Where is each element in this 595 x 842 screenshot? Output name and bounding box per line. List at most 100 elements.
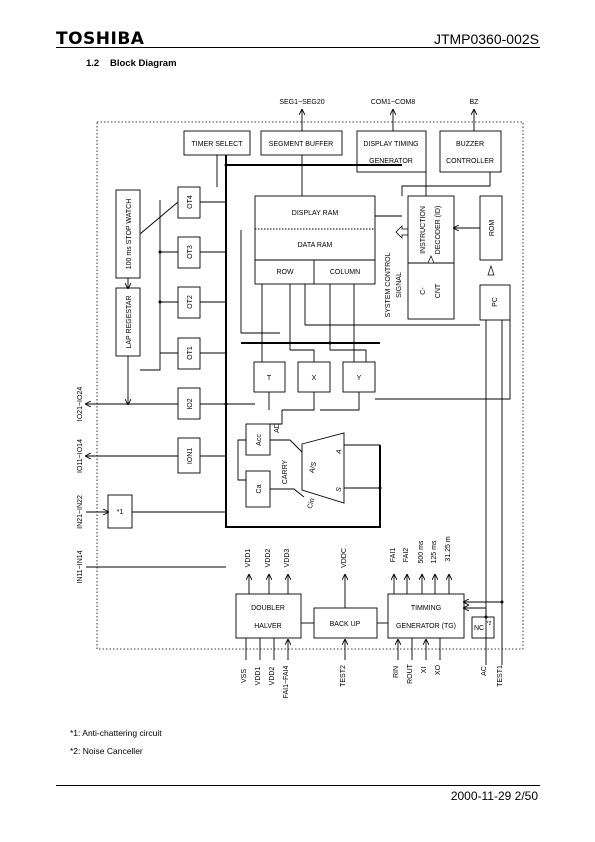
bz-label: BZ	[470, 99, 480, 106]
instruction-label-2: DECODER (ID)	[435, 206, 442, 255]
timing-label-2: GENERATOR (TG)	[396, 623, 456, 630]
ram-pc-wire	[304, 284, 480, 326]
halver-label: HALVER	[254, 623, 282, 630]
ot3-label: OT3	[187, 245, 194, 259]
junction-dot	[500, 600, 504, 604]
test2-label: TEST2	[340, 665, 347, 687]
y-in-wire	[330, 349, 367, 362]
column-label: COLUMN	[330, 269, 360, 276]
section-number: 1.2	[86, 58, 100, 69]
125ms-label: 125 ms	[431, 540, 438, 563]
lap-register-block	[115, 287, 141, 357]
alu-a-label: A	[336, 448, 344, 455]
vdd2-pin-label: VDD2	[269, 667, 276, 686]
reg-acc-wire	[270, 410, 283, 425]
ot3-block	[177, 236, 201, 269]
in11-label: IN11~IN14	[77, 550, 84, 583]
id-dtg-wire	[401, 172, 427, 196]
acc-label: Acc	[256, 434, 263, 446]
segment-buffer-block	[260, 130, 343, 156]
alu-s-label: S	[336, 486, 344, 493]
vdd2-mid-label: VDD2	[265, 549, 272, 568]
lap-register-label: LAP REGESTAR	[126, 295, 133, 348]
segment-buffer-label: SEGMENT BUFFER	[269, 141, 333, 148]
instruction-label-1: INSTRUCTION	[420, 206, 427, 254]
vddc-mid-label: VDDC	[341, 548, 348, 568]
chip-boundary	[96, 121, 524, 650]
toshiba-logo: TOSHIBA	[56, 29, 145, 49]
ot4-label: OT4	[187, 195, 194, 209]
com-label: COM1~COM8	[371, 99, 416, 106]
x-label: X	[312, 375, 317, 382]
ot2-block	[177, 286, 201, 319]
nc-label: NC	[474, 625, 484, 632]
timer-select-label: TIMER SELECT	[192, 141, 244, 148]
backup-label: BACK UP	[330, 621, 361, 628]
pc-label: PC	[492, 297, 499, 307]
main-bus	[225, 155, 381, 528]
doubler-halver-block	[235, 593, 302, 639]
control-arrow-icon	[395, 225, 409, 239]
xo-label: XO	[435, 664, 442, 675]
acc-ca-loop	[237, 439, 246, 481]
buzzer-label-2: CONTROLLER	[446, 158, 494, 165]
fai1-mid-label: FAI1	[390, 548, 397, 563]
acc-alu-wire	[270, 439, 303, 453]
vdd1-mid-label: VDD1	[245, 549, 252, 568]
system-control-label-2: SIGNAL	[396, 272, 403, 298]
footer-rule	[56, 785, 540, 786]
id-buzzer-wire	[425, 172, 491, 196]
system-control-label-1: SYSTEM CONTROL	[385, 252, 392, 317]
nc-block	[471, 616, 495, 639]
ram-block	[254, 195, 376, 285]
display-timing-label-2: GENERATOR	[369, 158, 413, 165]
io2-block	[177, 387, 201, 420]
cin-label: Cin	[307, 498, 317, 510]
junction-dot	[224, 402, 228, 406]
fai2-mid-label: FAI2	[403, 548, 410, 563]
display-ram-label: DISPLAY RAM	[292, 210, 339, 217]
xi-label: XI	[421, 667, 428, 674]
note-noise-canceller: *2: Noise Canceller	[70, 746, 143, 756]
display-timing-label-1: DISPLAY TIMING	[363, 141, 418, 148]
t-label: T	[267, 375, 272, 382]
500ms-label: 500 ms	[418, 540, 425, 563]
test1-label: TEST1	[497, 665, 504, 687]
document-number: JTMP0360-002S	[433, 31, 539, 47]
alu-as-label: A/S	[309, 461, 319, 474]
ion1-block	[177, 437, 201, 474]
ram-left-wire	[240, 230, 280, 334]
junction-dot	[158, 300, 162, 304]
junction-dot	[328, 341, 332, 345]
carry-label: CARRY	[282, 459, 289, 484]
c-cnt-label-2: CNT	[435, 283, 442, 298]
fai-pin-label: FAI1~FAI4	[283, 665, 290, 698]
sw-ot4-wire	[139, 201, 179, 235]
header-rule	[56, 47, 540, 48]
rom-label: ROM	[489, 220, 496, 237]
buzzer-block	[439, 130, 502, 173]
backup-block	[313, 607, 378, 639]
stopwatch-label: 100 ms STOP WATCH	[126, 199, 133, 270]
vdd3-mid-label: VDD3	[284, 549, 291, 568]
footer-date-page: 2000-11-29 2/50	[450, 789, 538, 803]
ot1-label: OT1	[187, 346, 194, 360]
y-pc-wire	[375, 320, 511, 400]
junction-dot	[224, 163, 228, 167]
doubler-label: DOUBLER	[251, 605, 285, 612]
io2-label: IO2	[187, 398, 194, 409]
ot1-block	[177, 337, 201, 370]
junction-dot	[158, 250, 162, 254]
io11-label: IO11~IO14	[77, 439, 84, 473]
y-out-wire	[320, 392, 360, 411]
data-ram-label: DATA RAM	[298, 242, 333, 249]
junction-dot	[378, 486, 382, 490]
pc-rom-arrow-icon	[487, 264, 495, 276]
anti-chatter-block	[107, 494, 133, 529]
ad-label: AD	[274, 423, 281, 433]
anti-chatter-label: *1	[117, 509, 124, 516]
junction-dot	[484, 615, 488, 619]
buzzer-label-1: BUZZER	[456, 141, 484, 148]
